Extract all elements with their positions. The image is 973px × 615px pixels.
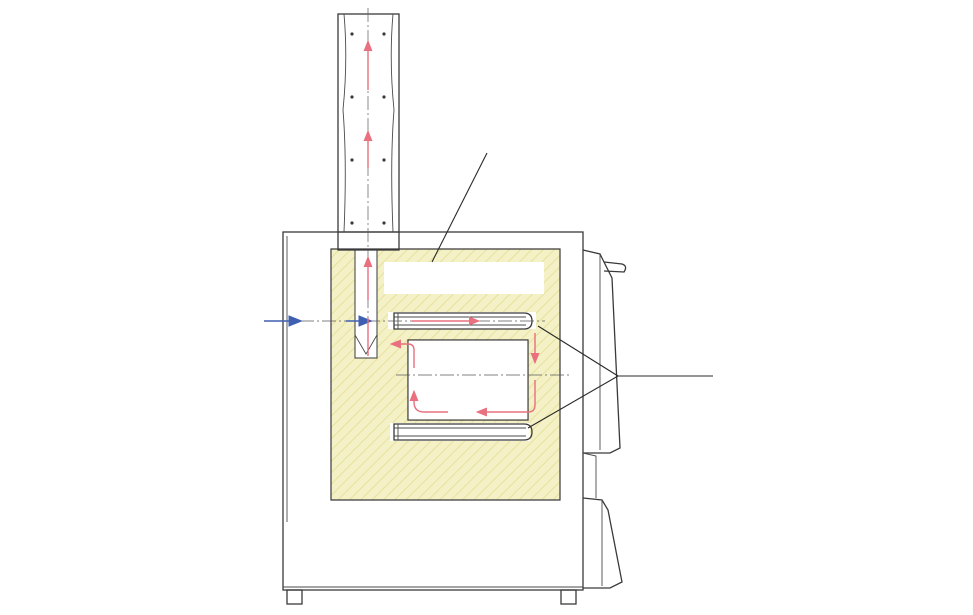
vent-channel [354, 249, 378, 359]
right-foot [560, 589, 577, 605]
left-foot [286, 589, 303, 605]
insulation-slot [384, 262, 544, 294]
lower-channel [390, 423, 530, 441]
airflow-left-arrow-icon [475, 380, 536, 417]
door-assembly [582, 249, 623, 589]
door-handle [603, 261, 627, 273]
airflow-path [363, 39, 540, 417]
airflow-exit-arrow-icon [389, 339, 415, 368]
chimney-rivets [350, 32, 386, 225]
heating-chamber [407, 339, 529, 421]
airflow-return-arrow-icon [409, 389, 448, 413]
leader-element-lower [527, 375, 619, 429]
vent-channel-tip [354, 334, 378, 355]
furnace-housing [282, 231, 584, 591]
leader-insulation [431, 152, 488, 263]
leader-element-upper [537, 325, 619, 377]
lower-heating-element [393, 423, 533, 441]
